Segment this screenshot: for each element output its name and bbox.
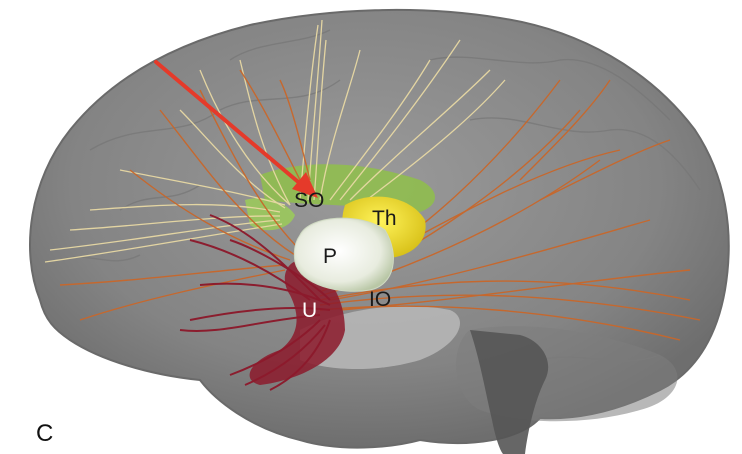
label-th: Th [372, 207, 397, 230]
uncinate-bundle [249, 260, 345, 385]
label-p: P [323, 245, 338, 268]
label-u: U [302, 299, 318, 322]
panel-letter: C [36, 420, 54, 447]
brainstem [470, 330, 549, 454]
red-arrow-annotation [154, 60, 318, 198]
putamen [293, 217, 394, 292]
label-io: IO [369, 288, 392, 311]
brain-gyri [59, 29, 701, 362]
label-so: SO [294, 189, 325, 212]
